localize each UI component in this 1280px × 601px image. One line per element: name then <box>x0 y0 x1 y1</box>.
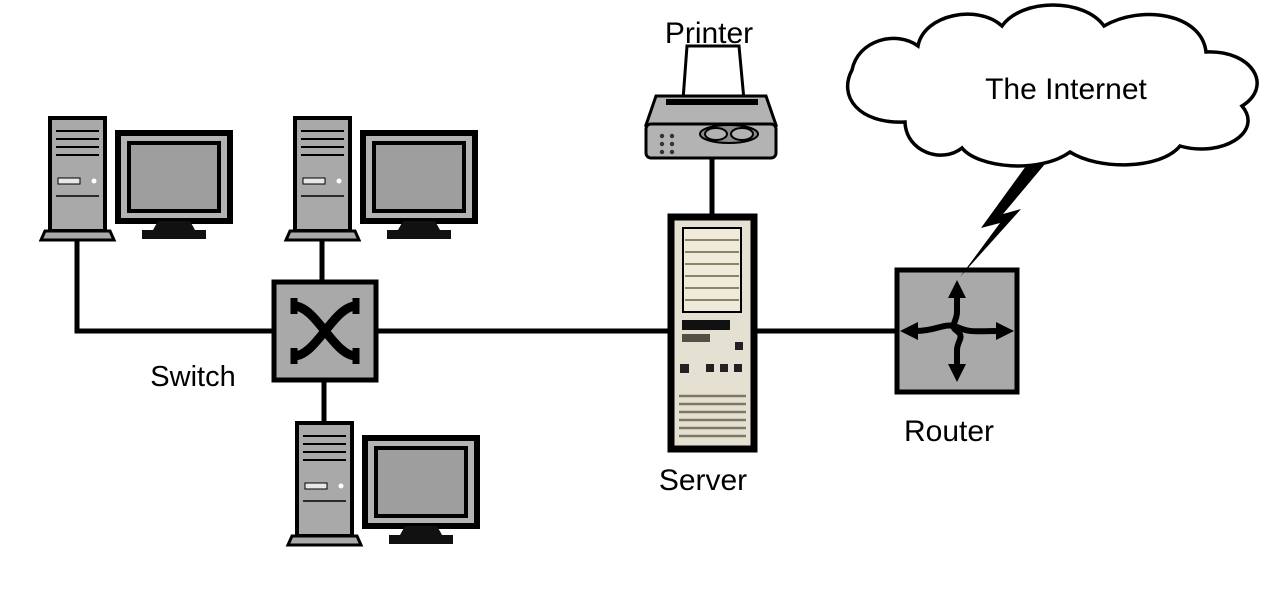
printer-label: Printer <box>665 17 753 50</box>
internet-label: The Internet <box>985 73 1147 106</box>
printer-node: Printer <box>643 17 779 160</box>
server-icon <box>667 213 758 453</box>
router-arrowheads-icon <box>900 280 1014 382</box>
workstation-2 <box>286 118 475 240</box>
server-label: Server <box>659 464 747 497</box>
link-workstation1-switch <box>74 232 280 334</box>
router-label: Router <box>904 415 994 448</box>
switch-node: Switch <box>150 279 379 393</box>
cloud-icon <box>845 3 1259 168</box>
workstation-1-icon <box>41 118 230 240</box>
workstation-3-icon <box>288 423 477 545</box>
internet-node: The Internet <box>845 3 1259 168</box>
switch-label: Switch <box>150 361 235 393</box>
router-node: Router <box>894 267 1020 448</box>
workstation-1 <box>41 118 230 240</box>
router-arrows-icon <box>915 296 999 366</box>
network-links <box>74 158 902 428</box>
workstation-2-icon <box>286 118 475 240</box>
workstation-3 <box>288 423 477 545</box>
lightning-bolt-icon <box>960 158 1050 277</box>
server-node: Server <box>659 213 758 497</box>
switch-symbol-icon <box>290 298 360 364</box>
printer-icon <box>643 44 779 160</box>
